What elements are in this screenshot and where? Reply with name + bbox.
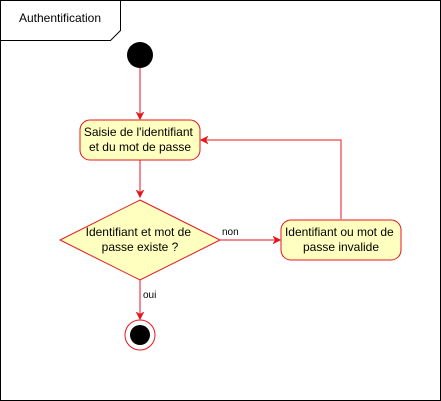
frame-title: Authentification — [19, 11, 101, 25]
decision-credentials-exist — [58, 199, 222, 281]
edge-label-non: non — [222, 227, 239, 238]
action-invalid-credentials-label: Identifiant ou mot de passe invalide — [285, 225, 397, 254]
final-node-core — [130, 325, 150, 345]
frame-title-tab — [0, 0, 121, 41]
decision-credentials-exist-label: Identifiant et mot de passe existe ? — [86, 225, 195, 254]
initial-node — [127, 42, 153, 68]
edge-label-oui: oui — [143, 290, 156, 301]
action-enter-credentials — [79, 119, 201, 161]
action-enter-credentials-label: Saisie de l'identifiant et du mot de pas… — [84, 125, 196, 154]
action-invalid-credentials — [280, 219, 402, 261]
edge-invalid-loop-back — [201, 140, 342, 219]
